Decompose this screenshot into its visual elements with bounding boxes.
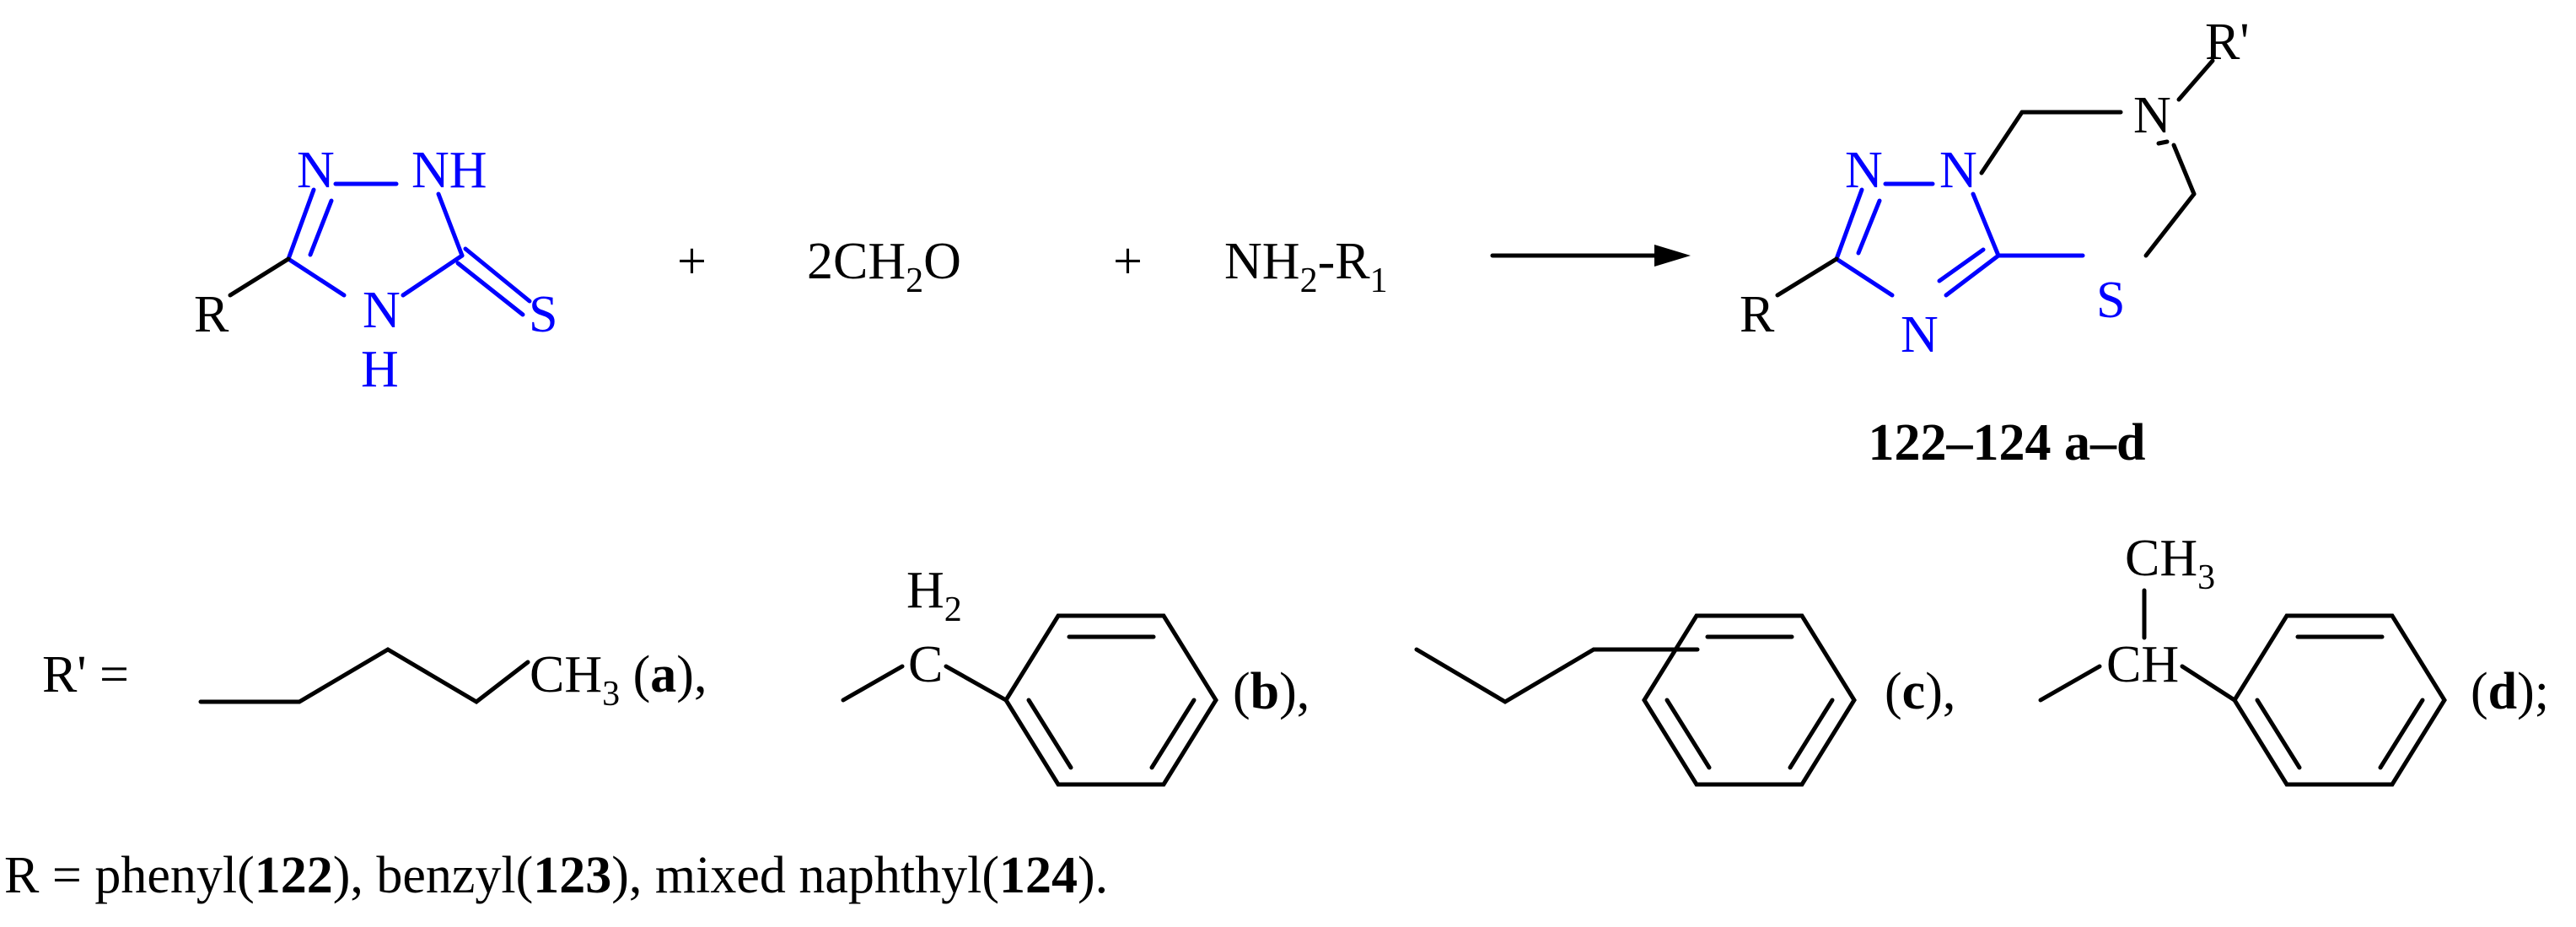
bond-pn4-pcs-double (1937, 247, 1986, 283)
rprime-lead: R' = (42, 646, 129, 703)
substituent-a-butyl: CH3 (a), (198, 646, 707, 714)
bond-c3-s-double (455, 261, 525, 317)
product-s: S (2096, 272, 2125, 329)
bond-nr-ch2b (2171, 143, 2197, 197)
substituent-a-group: CH3 (a), (530, 646, 707, 714)
product-n-b: N (1939, 142, 1977, 199)
r-definition: R = phenyl(122), benzyl(123), mixed naph… (4, 847, 1108, 904)
product-triazolothiadiazine: N N N S N R' R 122–124 a–d (1740, 13, 2250, 472)
product-amine-n: N (2133, 87, 2171, 144)
substituent-b-benzyl: H2 C (b), (841, 562, 1310, 787)
amine-reagent: NH2-R1 (1224, 233, 1388, 300)
ring-n4-label: N (363, 282, 401, 339)
product-n-c: N (1901, 306, 1939, 364)
bond-nr-rprime (2176, 58, 2215, 102)
reactant-r-label: R (194, 286, 229, 343)
bond-pc-r (1775, 256, 1839, 298)
bond-n1-c5 (286, 187, 316, 261)
plus-sign-2: + (1113, 233, 1143, 290)
substituent-c-label: (c), (1885, 663, 1955, 720)
bond-ch2b-s (2143, 191, 2197, 258)
bond-pn1-pc (1834, 187, 1864, 261)
ring-h4-label: H (361, 341, 399, 398)
substituent-d-phenylethyl: CH3 CH (d); (2038, 530, 2549, 787)
substituent-d-ch: CH (2106, 636, 2179, 693)
formaldehyde: 2CH2O (807, 233, 961, 300)
reactant-triazolethione: N NH N H S R (194, 142, 557, 398)
bond-n1-c5-double (308, 198, 334, 257)
substituent-b-c: C (908, 636, 943, 693)
bond-c5-n4 (286, 256, 347, 298)
plus-sign-1: + (677, 233, 707, 290)
bond-n4-c3 (401, 253, 465, 298)
substituent-b-label: (b), (1233, 663, 1310, 720)
bond-c3-n2 (436, 191, 465, 258)
thione-s-label: S (529, 286, 557, 343)
ring-n1-label: N (297, 142, 335, 199)
compound-label: 122–124 a–d (1869, 414, 2146, 472)
bond-pcs-pn2 (1971, 191, 2001, 258)
product-n-a: N (1845, 142, 1883, 199)
bond-pn4-pcs (1944, 253, 2001, 298)
bond-pc-pn4 (1834, 256, 1895, 298)
substituent-b-h2: H2 (906, 562, 962, 629)
substituent-c-phenethyl: (c), (1414, 613, 1955, 787)
reaction-arrow (1490, 245, 1691, 267)
product-r-label: R (1740, 286, 1775, 343)
ring-nh-label: NH (411, 142, 487, 199)
substituent-d-ch3: CH3 (2125, 530, 2215, 597)
bond-n-ch2a (1979, 110, 2025, 175)
bond-nr-stub (2156, 139, 2170, 146)
bond-c3-s (463, 246, 532, 304)
product-rprime: R' (2205, 13, 2250, 71)
substituent-d-label: (d); (2471, 663, 2549, 720)
bond-c5-r (228, 256, 291, 298)
bond-pn1-pc-double (1856, 198, 1882, 256)
